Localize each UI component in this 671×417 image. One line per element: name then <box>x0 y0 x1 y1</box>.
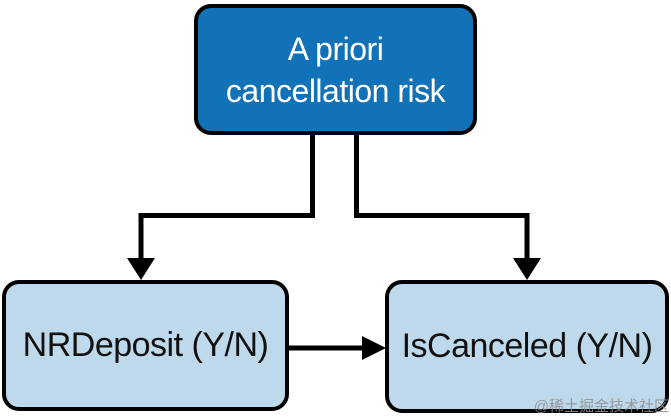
node-iscanceled: IsCanceled (Y/N) <box>385 280 669 413</box>
node-label-line: A priori <box>287 30 384 67</box>
edge-nrdeposit-to-iscanceled <box>289 336 386 360</box>
edge-root-to-iscanceled <box>354 133 541 280</box>
watermark: @稀土掘金技术社区 <box>533 398 669 415</box>
node-label: IsCanceled (Y/N) <box>401 327 653 365</box>
node-label-line: cancellation risk <box>225 72 446 109</box>
node-label: NRDeposit (Y/N) <box>22 326 269 364</box>
node-nrdeposit: NRDeposit (Y/N) <box>2 280 289 411</box>
edge-root-to-nrdeposit <box>127 133 315 280</box>
node-a-priori-cancellation-risk: A priori cancellation risk <box>194 4 477 135</box>
